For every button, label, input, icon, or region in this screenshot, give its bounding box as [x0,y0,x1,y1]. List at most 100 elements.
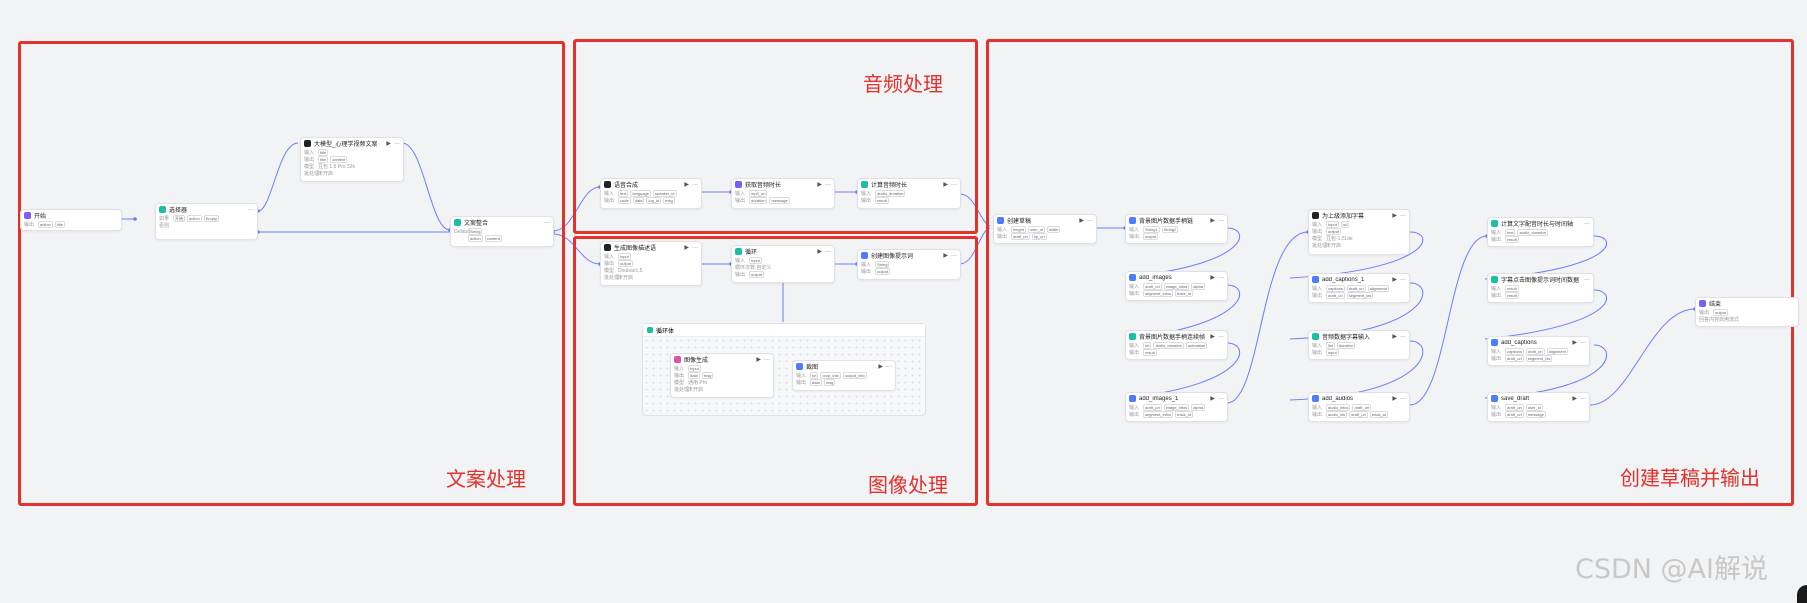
more-icon[interactable]: ··· [1580,339,1586,346]
chip: action [187,215,202,222]
chip: speaker_id [652,190,677,197]
run-icon[interactable]: ▶ [756,357,761,363]
chip: output [1326,228,1342,235]
chip: data [688,372,700,379]
run-icon[interactable]: ▶ [943,253,948,259]
chip: String2 [1161,226,1179,233]
run-icon[interactable]: ▶ [1210,275,1215,281]
run-icon[interactable]: ▶ [1079,218,1084,224]
more-icon[interactable]: ··· [1584,220,1590,227]
more-icon[interactable]: ··· [1218,217,1224,224]
node-title: 背景图片数据手柄链 [1139,219,1194,225]
more-icon[interactable]: ··· [1218,274,1224,281]
more-icon[interactable]: ··· [1218,395,1224,402]
more-icon[interactable]: ··· [544,219,550,226]
run-icon[interactable]: ▶ [386,141,391,147]
run-icon[interactable]: ▶ [1572,340,1577,346]
row-label: 输入 [1129,284,1140,290]
run-icon[interactable]: ▶ [817,249,822,255]
more-icon[interactable]: ··· [1400,212,1406,219]
run-icon[interactable]: ▶ [817,182,822,188]
plugin-icon [1312,276,1319,283]
run-icon[interactable]: ▶ [1392,277,1397,283]
node-title: add_captions_1 [1322,276,1365,283]
run-icon[interactable]: ▶ [684,245,689,251]
run-icon[interactable]: ▶ [1392,334,1397,340]
chip: message [1525,411,1546,418]
more-icon[interactable]: ··· [1400,395,1406,402]
more-icon[interactable]: ··· [951,181,957,188]
more-icon[interactable]: ··· [1087,217,1093,224]
more-icon[interactable]: ··· [1218,333,1224,340]
more-icon[interactable]: ··· [825,181,831,188]
run-icon[interactable]: ▶ [1210,218,1215,224]
more-icon[interactable]: ··· [951,252,957,259]
model-label: 模型 [304,164,315,170]
run-icon[interactable]: ▶ [684,182,689,188]
region-label-audio: 音频处理 [863,72,943,96]
more-icon[interactable]: ··· [1580,395,1586,402]
more-icon[interactable]: ··· [394,140,400,147]
chip: output [1143,233,1159,240]
row-label: 输出 [1129,291,1140,297]
more-icon[interactable]: ··· [692,181,698,188]
more-icon[interactable]: ··· [692,244,698,251]
more-icon[interactable]: ··· [1584,276,1590,283]
more-icon[interactable]: ··· [248,206,254,213]
chip: title [318,156,329,163]
chip: audio_ids [1326,411,1348,418]
chip: draft_url [1352,404,1372,411]
edge [257,142,299,212]
chip: output [1713,309,1729,316]
more-icon[interactable]: ··· [1400,276,1406,283]
chip: language [630,190,651,197]
chip: track_id [1175,411,1194,418]
run-icon[interactable]: ▶ [1210,334,1215,340]
more-icon[interactable]: ··· [1400,333,1406,340]
run-icon[interactable]: ▶ [943,182,948,188]
run-icon[interactable]: ▶ [1392,396,1397,402]
chip: log_id [646,197,662,204]
run-icon[interactable]: ▶ [1392,213,1397,219]
plugin-icon [1491,395,1498,402]
chip: String1 [1143,226,1160,233]
more-icon[interactable]: ··· [825,248,831,255]
chip: message [769,197,790,204]
run-icon[interactable]: ▶ [1572,396,1577,402]
more-icon[interactable]: ··· [764,356,770,363]
chip: segment_infos [1143,290,1174,297]
row-label: 输入 [1491,286,1502,292]
model-label: 模型 [604,268,615,274]
row-label: 输入 [735,191,746,197]
run-icon[interactable]: ▶ [1210,396,1215,402]
run-icon[interactable]: ▶ [878,364,883,370]
more-icon[interactable]: ··· [886,363,892,370]
